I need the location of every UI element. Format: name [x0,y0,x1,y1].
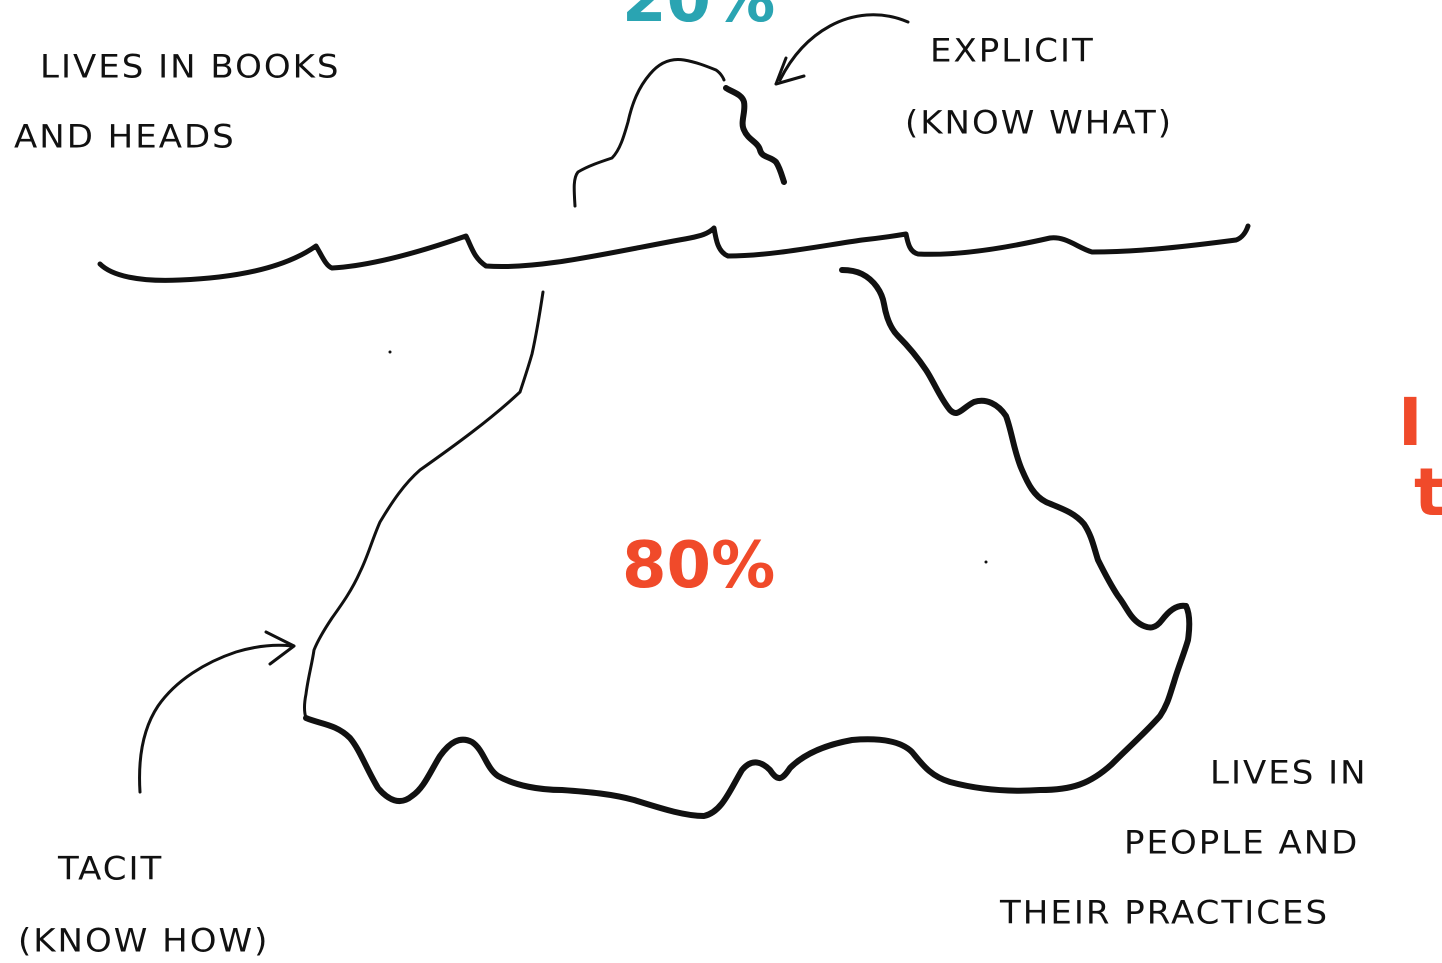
bottom-percent-label: 80% [622,529,776,603]
iceberg-tip-outline [572,58,726,208]
iceberg-left-outline [303,290,545,720]
books-line-2: AND HEADS [14,118,236,156]
top-percent-label: 20% [622,0,776,37]
explicit-title: EXPLICIT [930,31,1095,70]
edge-fragment-1: I [1398,384,1423,461]
waterline [97,223,1251,283]
tacit-title: TACIT [58,850,164,888]
people-line-1: LIVES IN [1210,754,1368,792]
tacit-arrow [138,643,294,794]
speck [984,560,988,564]
iceberg-bottom-outline [303,603,1193,819]
edge-fragment-2: t [1414,454,1442,531]
people-line-2: PEOPLE AND [1124,824,1360,862]
people-line-3: THEIR PRACTICES [1000,894,1330,932]
iceberg-tip-outline-right [723,85,787,185]
explicit-subtitle: (KNOW WHAT) [905,104,1174,142]
speck [388,350,392,354]
explicit-arrowhead [774,56,806,86]
iceberg-right-outline [839,267,1189,631]
tacit-arrowhead [264,630,296,666]
books-line-1: LIVES IN BOOKS [40,48,341,86]
tacit-subtitle: (KNOW HOW) [18,922,270,960]
explicit-arrow [778,13,910,82]
